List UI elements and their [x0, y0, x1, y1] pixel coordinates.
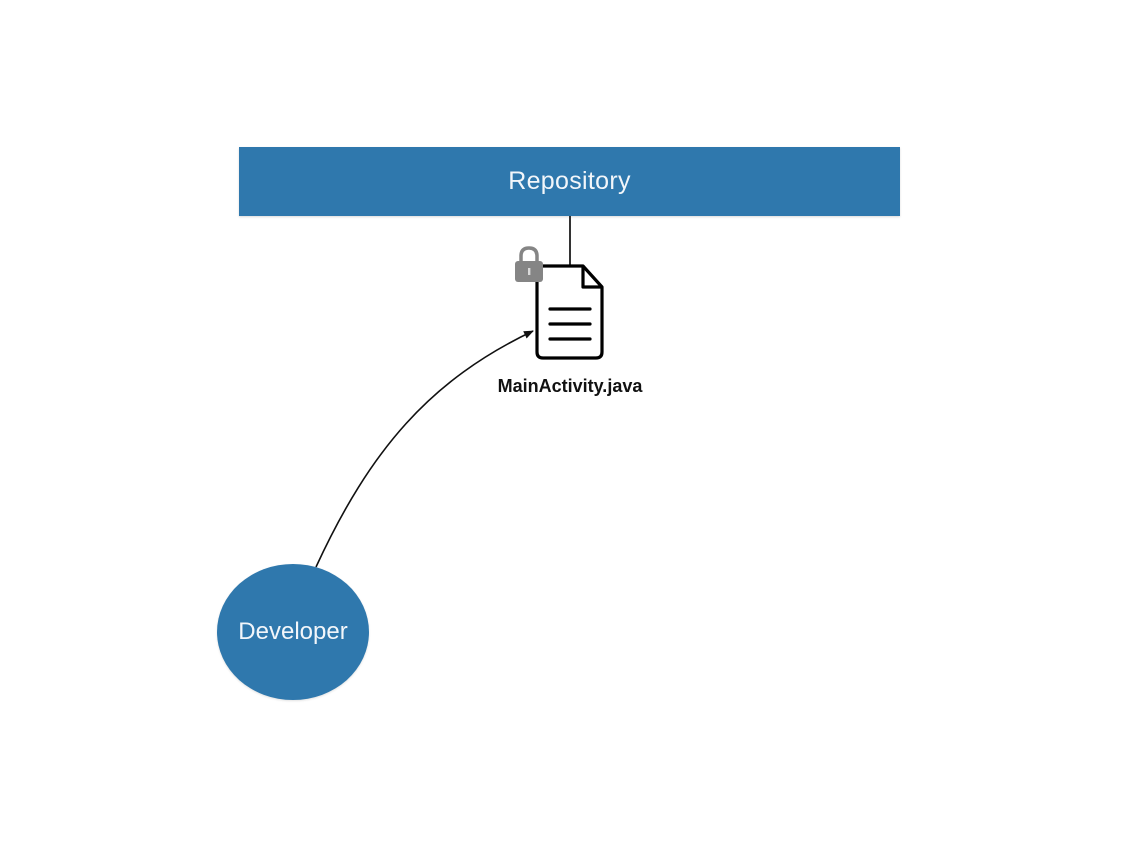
file-name-label: MainActivity.java	[497, 376, 643, 396]
developer-label: Developer	[238, 618, 348, 645]
repository-label: Repository	[508, 167, 631, 195]
repository-node: Repository	[239, 147, 900, 216]
document-icon	[535, 264, 604, 360]
developer-file-arrow	[315, 330, 534, 568]
padlock-icon	[515, 246, 543, 282]
developer-node: Developer	[217, 564, 369, 700]
